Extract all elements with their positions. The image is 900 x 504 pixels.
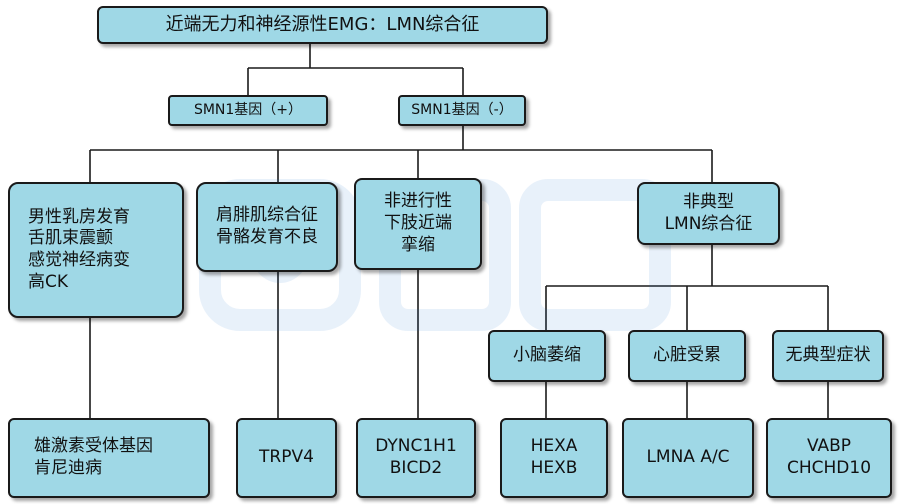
no-typical-label: 无典型症状 — [785, 345, 871, 366]
atypical-line-2: LMN综合征 — [664, 213, 753, 234]
trpv4-label: TRPV4 — [259, 447, 314, 468]
root-label: 近端无力和神经源性EMG：LMN综合征 — [165, 14, 480, 36]
scapuloperoneal-node: 肩腓肌综合征 骨骼发育不良 — [196, 182, 338, 272]
nonprogressive-line-1: 非进行性 — [384, 191, 452, 212]
atypical-line-1: 非典型 — [682, 191, 734, 212]
no-typical-symptoms-node: 无典型症状 — [772, 330, 884, 382]
scapuloperoneal-line-2: 骨骼发育不良 — [216, 227, 318, 247]
hex-line-1: HEXA — [530, 436, 578, 457]
dync-line-1: DYNC1H1 — [375, 436, 457, 457]
vabp-line-2: CHCHD10 — [786, 458, 872, 478]
kennedy-line-1: 男性乳房发育 — [28, 206, 130, 227]
smn1-positive-label: SMN1基因（+） — [193, 101, 303, 118]
lmna-label: LMNA A/C — [646, 447, 730, 468]
smn1-positive-node: SMN1基因（+） — [168, 95, 328, 126]
hex-line-2: HEXB — [530, 458, 578, 478]
ar-line-1: 雄激素受体基因 — [34, 436, 153, 457]
hexa-hexb-node: HEXA HEXB — [500, 418, 608, 498]
kennedy-line-3: 感觉神经病变 — [28, 250, 130, 270]
dync1h1-bicd2-node: DYNC1H1 BICD2 — [356, 418, 476, 498]
kennedy-line-4: 高CK — [28, 271, 69, 292]
scapuloperoneal-line-1: 肩腓肌综合征 — [216, 205, 318, 226]
trpv4-node: TRPV4 — [236, 418, 337, 498]
vabp-chchd10-node: VABP CHCHD10 — [766, 418, 892, 498]
smn1-negative-node: SMN1基因（-） — [398, 95, 526, 126]
kennedy-features-node: 男性乳房发育 舌肌束震颤 感觉神经病变 高CK — [8, 182, 184, 318]
ar-line-2: 肯尼迪病 — [34, 458, 102, 478]
cerebellar-atrophy-node: 小脑萎缩 — [488, 330, 606, 382]
nonprogressive-line-3: 挛缩 — [401, 234, 435, 255]
lmna-node: LMNA A/C — [622, 418, 754, 498]
nonprogressive-node: 非进行性 下肢近端 挛缩 — [354, 178, 482, 270]
kennedy-line-2: 舌肌束震颤 — [28, 228, 113, 249]
vabp-line-1: VABP — [806, 436, 852, 457]
nonprogressive-line-2: 下肢近端 — [384, 213, 452, 234]
cardiac-label: 心脏受累 — [653, 345, 721, 366]
androgen-receptor-node: 雄激素受体基因 肯尼迪病 — [8, 418, 210, 498]
dync-line-2: BICD2 — [389, 458, 443, 478]
atypical-lmn-node: 非典型 LMN综合征 — [637, 182, 780, 245]
smn1-negative-label: SMN1基因（-） — [411, 101, 513, 118]
cerebellar-label: 小脑萎缩 — [513, 345, 581, 366]
cardiac-involvement-node: 心脏受累 — [628, 330, 746, 382]
root-node: 近端无力和神经源性EMG：LMN综合征 — [97, 6, 548, 44]
